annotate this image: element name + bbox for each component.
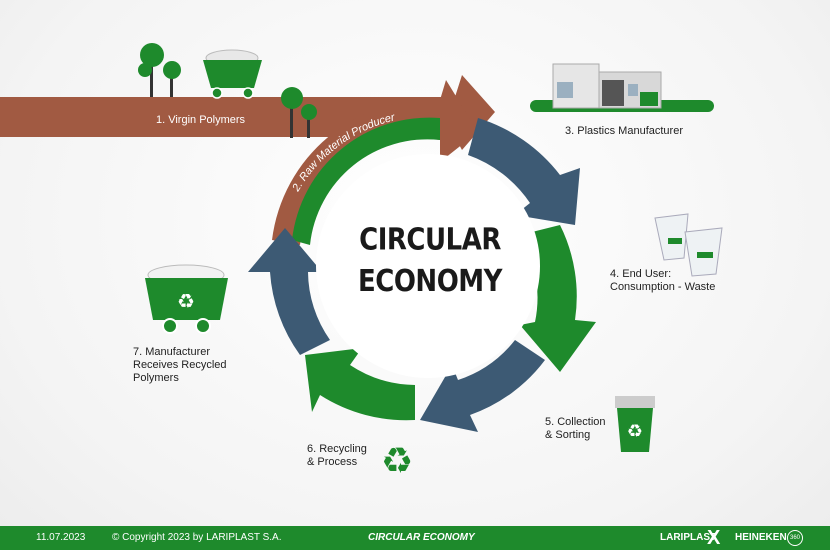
step-5-line1: 5. Collection bbox=[545, 416, 606, 428]
center-title-line2: ECONOMY bbox=[357, 264, 503, 299]
step-6-line2: & Process bbox=[307, 456, 358, 468]
green-segment-bottom bbox=[305, 348, 415, 421]
green-inner-band-top bbox=[292, 117, 440, 245]
center-title-line1: CIRCULAR bbox=[359, 223, 501, 258]
step-1-label: 1. Virgin Polymers bbox=[156, 114, 246, 126]
svg-text:♻: ♻ bbox=[627, 421, 643, 442]
blue-segment-left bbox=[248, 228, 330, 355]
footer-date: 11.07.2023 bbox=[36, 532, 86, 543]
recycling-icon: ♻ bbox=[381, 441, 413, 482]
step-3-label: 3. Plastics Manufacturer bbox=[565, 125, 683, 137]
brand-lariplast: LARIPLAST bbox=[660, 532, 717, 543]
step-7-line2: Receives Recycled bbox=[133, 359, 227, 371]
factory-icon bbox=[530, 63, 714, 112]
footer-copyright: © Copyright 2023 by LARIPLAST S.A. bbox=[112, 532, 282, 543]
blue-segment-bottom-right bbox=[420, 340, 545, 432]
step-5-label: 5. Collection & Sorting bbox=[545, 416, 606, 442]
step-4-line1: 4. End User: bbox=[610, 268, 672, 280]
cups-icon bbox=[654, 213, 723, 277]
footer-bar: 11.07.2023 © Copyright 2023 by LARIPLAST… bbox=[0, 526, 830, 550]
center-title: CIRCULAR ECONOMY bbox=[345, 220, 515, 303]
svg-text:♻: ♻ bbox=[177, 289, 195, 313]
brand-heineken: HEINEKEN bbox=[735, 532, 787, 543]
blue-segment-top-right bbox=[468, 118, 580, 225]
step-5-line2: & Sorting bbox=[545, 429, 591, 441]
inner-circle bbox=[316, 154, 540, 378]
footer-title: CIRCULAR ECONOMY bbox=[368, 532, 475, 543]
step-7-line3: Polymers bbox=[133, 372, 179, 384]
tree-icon bbox=[138, 43, 317, 138]
badge-360-icon: 360 bbox=[787, 530, 803, 546]
recycle-bin-icon: ♻ bbox=[615, 396, 655, 452]
step-7-line1: 7. Manufacturer bbox=[133, 346, 211, 358]
step-6-label: 6. Recycling & Process bbox=[307, 443, 367, 469]
step-6-line1: 6. Recycling bbox=[307, 443, 367, 455]
step-4-line2: Consumption - Waste bbox=[610, 281, 716, 293]
step-4-label: 4. End User: Consumption - Waste bbox=[610, 268, 715, 294]
recycled-cart-icon: ♻ bbox=[145, 264, 228, 334]
step-7-label: 7. Manufacturer Receives Recycled Polyme… bbox=[133, 346, 227, 385]
x-mark-icon: X bbox=[707, 527, 721, 549]
cart-icon bbox=[203, 49, 262, 99]
